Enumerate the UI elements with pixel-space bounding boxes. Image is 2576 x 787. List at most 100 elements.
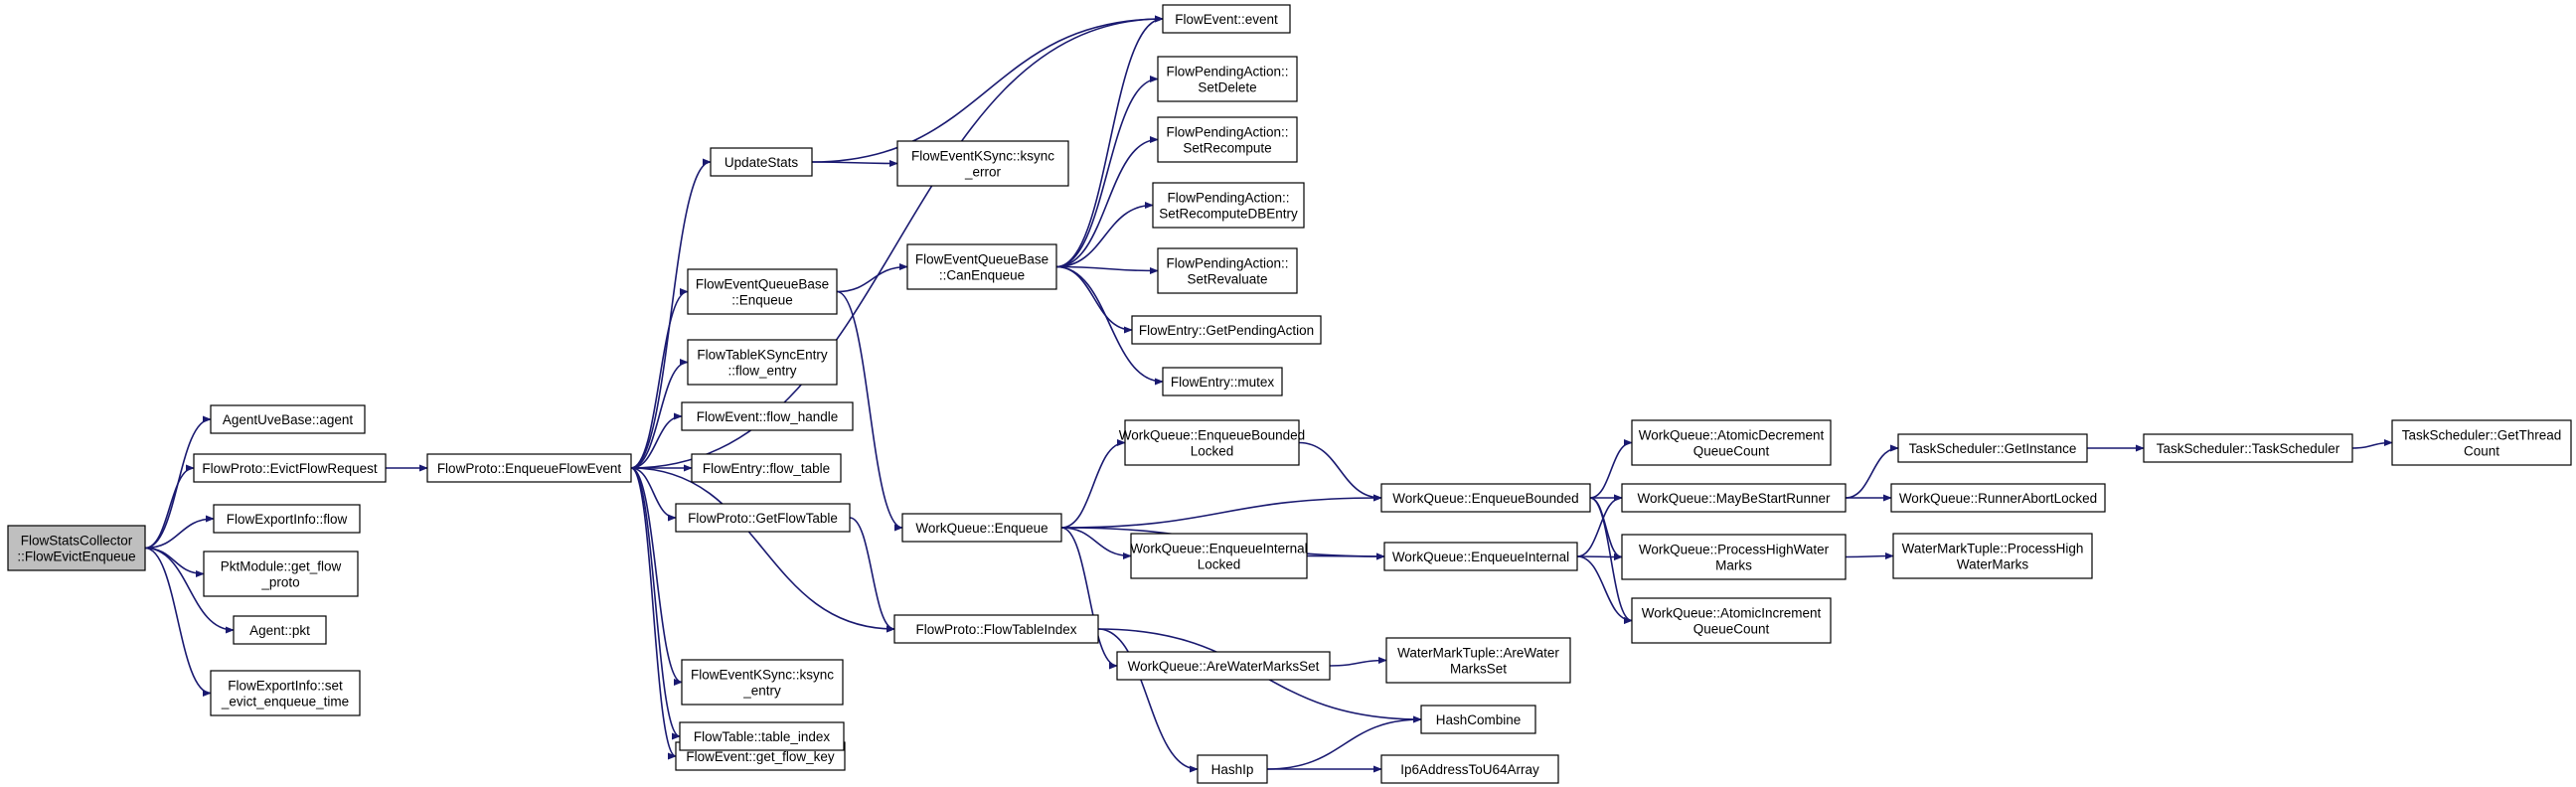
graph-node[interactable]: FlowStatsCollector::FlowEvictEnqueue <box>7 525 146 571</box>
call-edge <box>1060 527 1132 560</box>
graph-node[interactable]: HashCombine <box>1420 705 1536 734</box>
graph-node[interactable]: WorkQueue::EnqueueBounded <box>1380 483 1591 513</box>
call-edge <box>630 412 683 469</box>
graph-node[interactable]: AgentUveBase::agent <box>210 404 366 434</box>
graph-node[interactable]: FlowProto::EvictFlowRequest <box>193 453 387 483</box>
graph-node[interactable]: FlowPendingAction::SetDelete <box>1157 56 1298 102</box>
node-label: ::flow_entry <box>727 364 796 379</box>
call-edge <box>630 287 689 469</box>
node-box <box>687 268 838 315</box>
call-edge <box>630 467 895 633</box>
graph-node[interactable]: FlowProto::GetFlowTable <box>675 503 851 533</box>
node-box <box>893 614 1099 644</box>
call-edge <box>811 159 898 168</box>
graph-node[interactable]: FlowEventQueueBase::Enqueue <box>687 268 838 315</box>
graph-node[interactable]: UpdateStats <box>710 147 813 177</box>
graph-node[interactable]: FlowEntry::flow_table <box>691 453 842 483</box>
node-label: FlowEventQueueBase <box>696 277 829 292</box>
call-edge <box>1589 497 1633 625</box>
node-label: SetRecompute <box>1183 141 1271 156</box>
node-label: Marks <box>1715 558 1752 573</box>
call-edge <box>1298 441 1382 502</box>
node-label: AgentUveBase::agent <box>223 412 354 427</box>
node-box <box>426 453 632 483</box>
graph-node[interactable]: WorkQueue::AreWaterMarksSet <box>1116 651 1331 681</box>
node-box <box>710 147 813 177</box>
node-box <box>896 140 1069 187</box>
graph-node[interactable]: FlowEntry::GetPendingAction <box>1131 315 1322 345</box>
graph-node[interactable]: FlowProto::EnqueueFlowEvent <box>426 453 632 483</box>
node-label: TaskScheduler::GetThread <box>2402 428 2562 443</box>
graph-node[interactable]: Agent::pkt <box>233 615 327 645</box>
node-box <box>210 670 361 716</box>
call-edge <box>836 262 908 293</box>
call-edge <box>849 517 895 633</box>
call-edge <box>1055 201 1154 268</box>
graph-node[interactable]: FlowEventKSync::ksync_error <box>896 140 1069 187</box>
graph-node[interactable]: FlowPendingAction::SetRecompute <box>1157 116 1298 163</box>
node-box <box>1162 4 1291 34</box>
node-label: WorkQueue::AtomicIncrement <box>1642 606 1822 621</box>
call-edge <box>1055 75 1159 268</box>
node-box <box>1890 483 2106 513</box>
call-edge <box>630 467 681 740</box>
graph-node[interactable]: FlowEntry::mutex <box>1162 367 1283 396</box>
node-box <box>1162 367 1283 396</box>
node-label: FlowExportInfo::set <box>228 679 343 694</box>
node-box <box>2391 419 2572 466</box>
graph-node[interactable]: FlowTableKSyncEntry::flow_entry <box>687 339 838 386</box>
node-label: WorkQueue::Enqueue <box>915 521 1047 536</box>
node-box <box>1897 433 2088 463</box>
node-label: FlowEventQueueBase <box>915 252 1048 267</box>
node-label: FlowEvent::get_flow_key <box>686 749 835 764</box>
call-edge <box>1060 527 1118 670</box>
graph-node[interactable]: FlowPendingAction::SetRecomputeDBEntry <box>1152 182 1305 229</box>
node-label: ::CanEnqueue <box>939 268 1025 283</box>
node-box <box>1131 315 1322 345</box>
graph-node[interactable]: PktModule::get_flow_proto <box>203 551 359 597</box>
call-edge <box>144 547 212 698</box>
graph-node[interactable]: FlowEvent::flow_handle <box>681 401 854 431</box>
graph-node[interactable]: WorkQueue::Enqueue <box>901 513 1062 543</box>
node-label: FlowPendingAction:: <box>1167 191 1289 206</box>
call-edge <box>1576 552 1623 561</box>
call-edge <box>1060 494 1382 529</box>
node-label: FlowEventKSync::ksync <box>911 149 1054 164</box>
graph-node[interactable]: FlowEvent::event <box>1162 4 1291 34</box>
call-edge <box>1845 444 1899 499</box>
node-label: Count <box>2464 444 2499 459</box>
graph-node[interactable]: TaskScheduler::GetInstance <box>1897 433 2088 463</box>
graph-node[interactable]: FlowExportInfo::flow <box>213 504 361 534</box>
node-box <box>675 503 851 533</box>
call-edge <box>1060 438 1126 529</box>
node-label: WorkQueue::AtomicDecrement <box>1639 428 1825 443</box>
node-box <box>1380 754 1559 784</box>
graph-node[interactable]: WorkQueue::EnqueueInternal <box>1383 542 1578 571</box>
node-label: WorkQueue::EnqueueBounded <box>1119 428 1305 443</box>
node-box <box>691 453 842 483</box>
graph-node[interactable]: WaterMarkTuple::AreWaterMarksSet <box>1385 637 1571 684</box>
graph-node[interactable]: TaskScheduler::TaskScheduler <box>2143 433 2353 463</box>
graph-node[interactable]: FlowEventQueueBase::CanEnqueue <box>906 243 1057 290</box>
graph-node[interactable]: FlowEventKSync::ksync_entry <box>681 659 844 706</box>
graph-node[interactable]: FlowProto::FlowTableIndex <box>893 614 1099 644</box>
graph-node[interactable]: FlowPendingAction::SetRevaluate <box>1157 247 1298 294</box>
graph-node[interactable]: FlowTable::table_index <box>679 721 845 751</box>
node-label: FlowTable::table_index <box>694 729 831 744</box>
graph-node[interactable]: WorkQueue::MayBeStartRunner <box>1621 483 1847 513</box>
graph-node[interactable]: FlowExportInfo::set_evict_enqueue_time <box>210 670 361 716</box>
node-box <box>1383 542 1578 571</box>
graph-node[interactable]: Ip6AddressToU64Array <box>1380 754 1559 784</box>
node-label: FlowEventKSync::ksync <box>691 668 834 683</box>
graph-node[interactable]: WorkQueue::RunnerAbortLocked <box>1890 483 2106 513</box>
node-label: WaterMarks <box>1957 557 2029 572</box>
graph-node[interactable]: HashIp <box>1197 754 1268 784</box>
node-label: SetRevaluate <box>1187 272 1267 287</box>
